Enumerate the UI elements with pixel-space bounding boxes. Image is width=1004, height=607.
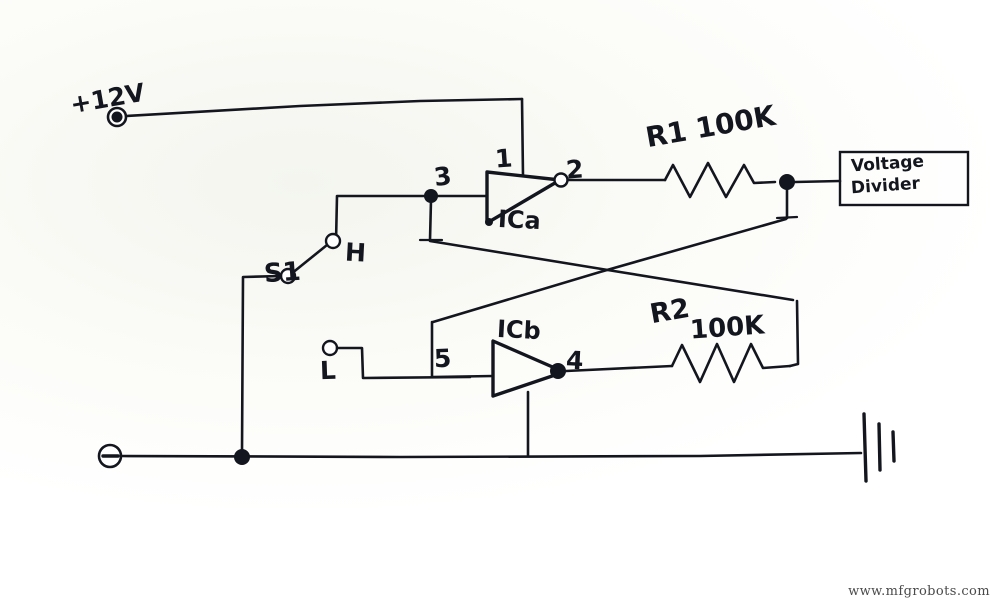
ground-rail xyxy=(97,443,863,469)
ground-symbol xyxy=(862,412,896,483)
wire-s1-low-to-pin5 xyxy=(335,346,472,380)
supply-rail-positive xyxy=(106,97,525,178)
voltage-divider-block xyxy=(838,150,970,207)
ground-bar-2 xyxy=(877,422,882,472)
wire-icb-pin5-input xyxy=(430,374,495,379)
s1-contact-low-icon[interactable] xyxy=(321,339,339,357)
site-watermark: www.mfgrobots.com xyxy=(848,584,990,599)
ground-bar-1 xyxy=(862,412,868,483)
switch-s1-wiring xyxy=(240,194,433,454)
s1-contact-high-icon[interactable] xyxy=(324,232,342,250)
ground-bar-3 xyxy=(891,430,896,463)
wire-r1-node-to-pin5 xyxy=(431,217,788,324)
ic-b-pin4-output-node xyxy=(550,363,566,379)
label-r2-value: 100K xyxy=(689,310,766,346)
wire-s1-common-to-negative-rail xyxy=(240,274,283,454)
r1-zigzag-body xyxy=(663,161,777,199)
ic-a-triangle-body xyxy=(485,170,562,225)
wire-pin3-tap-down xyxy=(428,198,433,242)
resistor-r2 xyxy=(564,299,800,384)
label-ic-b: ICb xyxy=(496,314,542,346)
junction-dot-r1-right xyxy=(779,174,795,190)
label-pin-2: 2 xyxy=(565,154,585,185)
wire-icb-out-to-r2 xyxy=(564,364,674,373)
wire-ground-rail-horizontal xyxy=(119,451,863,459)
plus12v-terminal-dot xyxy=(111,111,123,123)
wire-r1-to-voltage-divider xyxy=(793,179,842,184)
label-switch-contact-high: H xyxy=(344,237,367,268)
wire-plus12v-to-ica-pin1 xyxy=(520,97,525,178)
ic-b-opamp xyxy=(430,339,566,457)
junction-dot-ground-s1 xyxy=(234,449,250,465)
label-pin-4: 4 xyxy=(565,345,585,376)
wire-plus12v-horizontal xyxy=(124,97,524,118)
voltage-divider-box-outline xyxy=(838,150,970,207)
wire-s1-high-to-pin3 xyxy=(334,194,433,244)
s1-blade[interactable] xyxy=(289,243,329,276)
resistor-r1 xyxy=(566,161,842,220)
switch-s1-low-contact xyxy=(321,339,472,380)
label-pin-5: 5 xyxy=(433,343,452,374)
ic-b-triangle-body xyxy=(491,339,566,398)
wire-r1-tap-crossbar xyxy=(775,215,799,220)
ic-a-lower-pin-dot xyxy=(485,218,493,226)
wire-pin3-to-r2-right xyxy=(428,239,795,302)
label-ic-a: ICa xyxy=(497,204,542,236)
label-pin-3: 3 xyxy=(432,161,454,192)
label-pin-1: 1 xyxy=(494,143,514,174)
label-switch-s1: S1 xyxy=(262,256,302,290)
cross-coupled-feedback xyxy=(428,217,795,378)
r2-zigzag-body xyxy=(670,342,792,384)
wire-r2-right-riser xyxy=(788,299,800,368)
label-switch-contact-low: L xyxy=(319,355,337,386)
